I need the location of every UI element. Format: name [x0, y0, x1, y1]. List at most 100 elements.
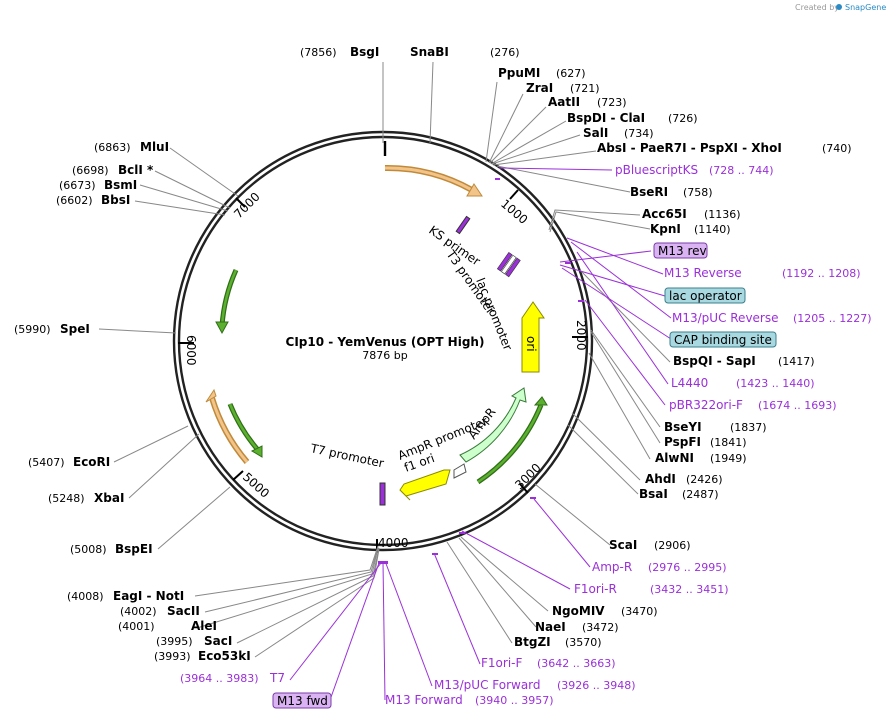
site-position: (6602) [56, 194, 93, 207]
feature-green-arc-left [219, 268, 239, 327]
site-position: (3570) [565, 636, 602, 649]
tick-label-1000: 1000 [498, 197, 530, 227]
boxed-label-lac-operator: lac operator [664, 287, 746, 304]
site-position: (734) [624, 127, 654, 140]
lac-operator-marker [501, 254, 517, 275]
site-kpni: KpnI (1140) [650, 222, 731, 236]
site-xbai: (5248)XbaI [48, 491, 124, 505]
primer-pbluescriptks: pBluescriptKS(728 .. 744) [615, 163, 774, 177]
site-position: (726) [668, 112, 698, 125]
primer-range: (1674 .. 1693) [758, 399, 837, 412]
site-bsmi: (6673)BsmI [59, 178, 137, 192]
primer-name: M13 Forward [385, 693, 463, 707]
primer-range: (2976 .. 2995) [648, 561, 727, 574]
site-position: (4001) [118, 620, 155, 633]
site-name: BtgZI [514, 635, 551, 649]
site-bseri: BseRI (758) [630, 185, 713, 199]
primer-name: L4440 [671, 376, 708, 390]
site-position: (1140) [694, 223, 731, 236]
site-bseyi: BseYI(1837) [664, 420, 767, 434]
primer-name: M13/pUC Forward [434, 678, 541, 692]
primer-range: (1423 .. 1440) [736, 377, 815, 390]
site-absi-paer7i-pspxi-xhoi: AbsI - PaeR7I - PspXI - XhoI(740) [597, 141, 852, 155]
feature-ori-label: ori [524, 336, 538, 352]
site-sacii: (4002) SacII [120, 604, 200, 618]
site-position: (4008) [67, 590, 104, 603]
feature-green-arrowhead-lowerleft [250, 445, 263, 458]
site-ecori: (5407) EcoRI [28, 455, 110, 469]
site-position: (7856) [300, 46, 337, 59]
site-name: BclI * [118, 163, 154, 177]
site-mlui: (6863)MluI [94, 140, 169, 154]
site-name: KpnI [650, 222, 681, 236]
site-scai: ScaI(2906) [609, 538, 691, 552]
feature-orange-arc-top-fill [384, 166, 473, 192]
site-name: SnaBI [410, 45, 449, 59]
feature-orange-arc-left-fill [210, 397, 249, 463]
boxed-label-background [653, 242, 708, 259]
primer-connector-lines [289, 167, 672, 701]
tick-label-6000: 6000 [184, 335, 198, 366]
site-alei: (4001) AleI [118, 619, 217, 633]
primer-m13-puc-forward: M13/pUC Forward (3926 .. 3948) [434, 678, 636, 692]
primer-range: (3926 .. 3948) [557, 679, 636, 692]
site-name: AleI [191, 619, 217, 633]
primer-m13-puc-reverse: M13/pUC Reverse(1205 .. 1227) [672, 311, 872, 325]
site-position: (1136) [704, 208, 741, 221]
site-saci: (3995)SacI [156, 634, 232, 648]
lac-m13rev-marker [496, 251, 513, 272]
site-name: AhdI [645, 472, 676, 486]
site-ahdi: AhdI (2426) [645, 472, 723, 486]
primer-name: Amp-R [592, 560, 632, 574]
site-name: BseRI [630, 185, 668, 199]
site-position: (2426) [686, 473, 723, 486]
site-position: (276) [490, 46, 520, 59]
site-position: (758) [683, 186, 713, 199]
site-name: BsgI [350, 45, 379, 59]
site-position: (4002) [120, 605, 157, 618]
site-position: (627) [556, 67, 586, 80]
boxed-label-m13-fwd: M13 fwd [272, 692, 332, 709]
site-name: ScaI [609, 538, 637, 552]
site-position: (6698) [72, 164, 109, 177]
site-name: PspFI [664, 435, 701, 449]
site-name: PpuMI [498, 66, 540, 80]
boxed-label-background [664, 287, 746, 304]
primer-range: (3432 .. 3451) [650, 583, 729, 596]
site-name: BspDI - ClaI [567, 111, 645, 125]
boxed-label-text: M13 fwd [277, 694, 328, 708]
site-name: AatII [548, 95, 580, 109]
boxed-label-background [669, 331, 777, 348]
primer-m13-forward: M13 Forward (3940 .. 3957) [385, 693, 554, 707]
primer-name: pBR322ori-F [669, 398, 743, 412]
site-name: SpeI [60, 322, 90, 336]
primer-range: (3940 .. 3957) [475, 694, 554, 707]
site-name: SacII [167, 604, 200, 618]
site-position: (5407) [28, 456, 65, 469]
site-position: (5248) [48, 492, 85, 505]
site-bsgi: (7856) BsgI [300, 45, 379, 59]
primer-name: F1ori-R [574, 582, 617, 596]
feature-ori-arrow [521, 301, 545, 373]
feature-green-arrowhead-left [215, 321, 229, 335]
tick-label-5000: 5000 [240, 470, 272, 501]
feature-green-arrowhead-right [533, 396, 548, 406]
site-name: BspEI [115, 542, 153, 556]
feature-ampr-arrow [459, 387, 527, 463]
site-name: BspQI - SapI [673, 354, 756, 368]
site-aatii: AatII(723) [548, 95, 627, 109]
site-pspfi: PspFI(1841) [664, 435, 747, 449]
boxed-label-m13-rev: M13 rev [653, 242, 708, 259]
primer-f1ori-r: F1ori-R (3432 .. 3451) [574, 582, 729, 596]
snapgene-credit: Created by SnapGene [795, 3, 886, 12]
feature-f1ori-arrow [399, 469, 451, 501]
primer-l4440: L4440 (1423 .. 1440) [671, 376, 815, 390]
site-name: EcoRI [73, 455, 110, 469]
boxed-label-text: CAP binding site [674, 333, 772, 347]
primer-range: (3642 .. 3663) [537, 657, 616, 670]
feature-orange-arrowhead-left [205, 388, 217, 403]
site-position: (5008) [70, 543, 107, 556]
boxed-label-background [272, 692, 332, 709]
